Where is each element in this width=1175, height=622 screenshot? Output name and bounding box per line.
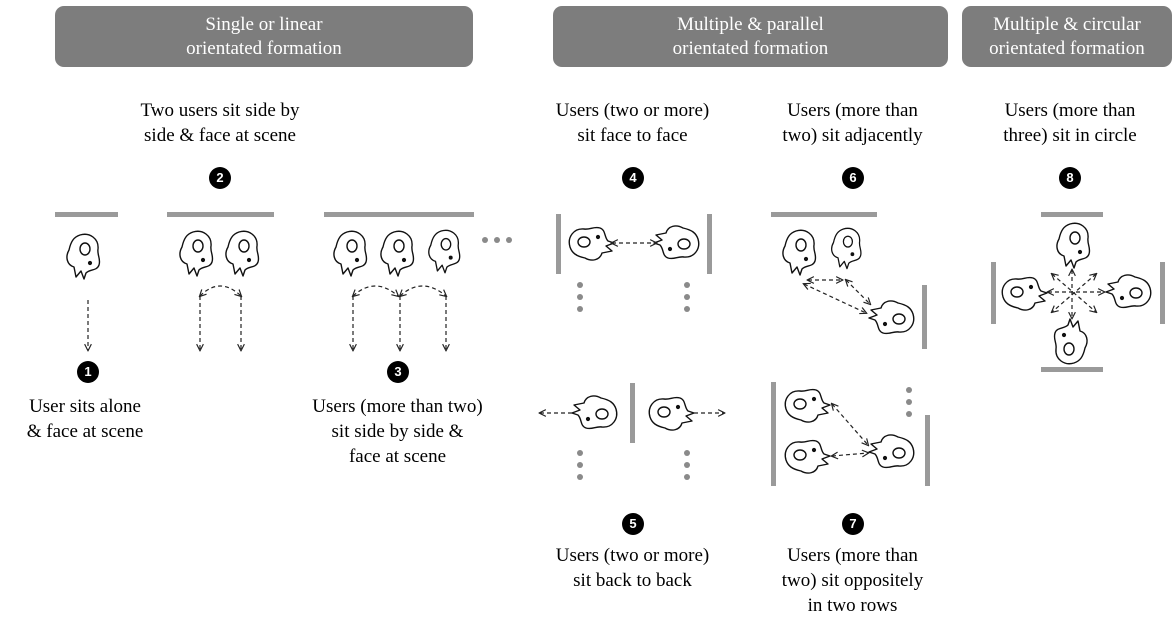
formation-2-badge: 2 [209,167,231,189]
wall-bar [922,285,927,349]
caption-line: two) sit adjacently [782,125,923,146]
wall-bar [1041,367,1103,372]
wall-bar [707,214,712,274]
formation-2-drawing [167,212,274,350]
user-top-view-icon [333,230,368,277]
wall-bar [1160,262,1165,324]
user-top-view-icon [1053,318,1088,365]
formation-1-drawing [55,212,118,350]
continuation-dots [577,282,690,312]
user-top-view-icon [831,227,862,270]
caption-line: User sits alone [29,396,141,417]
category-title-line1: Multiple & parallel [677,13,824,35]
user-top-view-icon [653,225,700,260]
caption-line: Users (two or more) [555,545,710,566]
caption-line: & face at scene [26,421,144,442]
formation-6-caption: Users (more than two) sit adjacently [750,98,955,148]
formation-1-badge: 1 [77,361,99,383]
interaction-arrow [832,404,868,445]
category-banner-multiple-parallel: Multiple & parallel orientated formation [553,6,948,67]
category-title-line1: Single or linear [205,13,323,35]
continuation-dots [577,450,690,480]
interaction-arrow [832,453,868,456]
caption-line: Users (more than [1004,100,1136,121]
formation-4-badge: 4 [622,167,644,189]
caption-line: sit back to back [573,570,692,591]
formation-5-drawing [540,383,724,480]
category-title-line2: orientated formation [186,37,342,59]
wall-bar [925,415,930,486]
wall-bar [167,212,274,217]
formation-4-caption: Users (two or more) sit face to face [525,98,740,148]
formation-1-caption: User sits alone & face at scene [0,394,170,444]
formation-6-drawing [771,212,927,349]
formation-8-caption: Users (more than three) sit in circle [965,98,1175,148]
continuation-dots [906,387,912,417]
caption-line: sit side by side & [331,421,464,442]
continuation-dots [482,237,512,243]
formation-2-caption: Two users sit side by side & face at sce… [105,98,335,148]
formation-3-badge: 3 [387,361,409,383]
interaction-arrow [200,285,241,296]
caption-line: Users (more than [787,545,918,566]
wall-bar [556,214,561,274]
user-top-view-icon [648,396,695,431]
category-title-line2: orientated formation [672,37,829,59]
wall-bar [324,212,474,217]
caption-line: side & face at scene [144,125,296,146]
formation-3-caption: Users (more than two) sit side by side &… [285,394,510,469]
wall-bar [630,383,635,443]
user-top-view-icon [179,230,214,277]
formation-5-caption: Users (two or more) sit back to back [525,543,740,593]
user-top-view-icon [568,226,615,261]
formation-5-badge: 5 [622,513,644,535]
caption-line: Users (two or more) [555,100,710,121]
caption-line: three) sit in circle [1003,125,1137,146]
wall-bar [771,382,776,486]
user-top-view-icon [225,230,260,277]
category-title-line1: Multiple & circular [993,13,1141,35]
caption-line: in two rows [807,595,898,616]
user-top-view-icon [1105,274,1152,309]
interaction-arrow [804,284,866,313]
user-top-view-icon [380,230,415,277]
wall-bar [991,262,996,324]
interaction-arrow [400,285,446,296]
caption-line: Users (more than two) [312,396,483,417]
user-top-view-icon [1001,276,1048,311]
user-top-view-icon [784,439,831,474]
caption-line: two) sit oppositely [781,570,924,591]
formation-4-drawing [556,214,712,312]
user-top-view-icon [1056,222,1091,269]
formation-7-drawing [771,382,930,486]
caption-line: sit face to face [577,125,688,146]
user-top-view-icon [66,233,101,280]
user-top-view-icon [784,388,831,423]
interaction-arrow [846,280,870,304]
formation-7-badge: 7 [842,513,864,535]
wall-bar [55,212,118,217]
interaction-arrow [353,285,398,296]
wall-bar [771,212,877,217]
category-banner-multiple-circular: Multiple & circular orientated formation [962,6,1172,67]
formation-8-badge: 8 [1059,167,1081,189]
caption-line: face at scene [348,446,447,467]
caption-line: Two users sit side by [140,100,300,121]
interaction-arrow [1052,274,1096,312]
formation-6-badge: 6 [842,167,864,189]
formation-3-drawing [324,212,512,350]
category-title-line2: orientated formation [989,37,1145,59]
user-top-view-icon [868,300,915,335]
formation-8-drawing [991,212,1165,372]
user-top-view-icon [868,434,915,469]
user-top-view-icon [571,395,618,430]
wall-bar [1041,212,1103,217]
category-banner-single-linear: Single or linear orientated formation [55,6,473,67]
user-top-view-icon [782,229,817,276]
formation-7-caption: Users (more than two) sit oppositely in … [750,543,955,618]
user-top-view-icon [428,229,461,274]
caption-line: Users (more than [787,100,918,121]
